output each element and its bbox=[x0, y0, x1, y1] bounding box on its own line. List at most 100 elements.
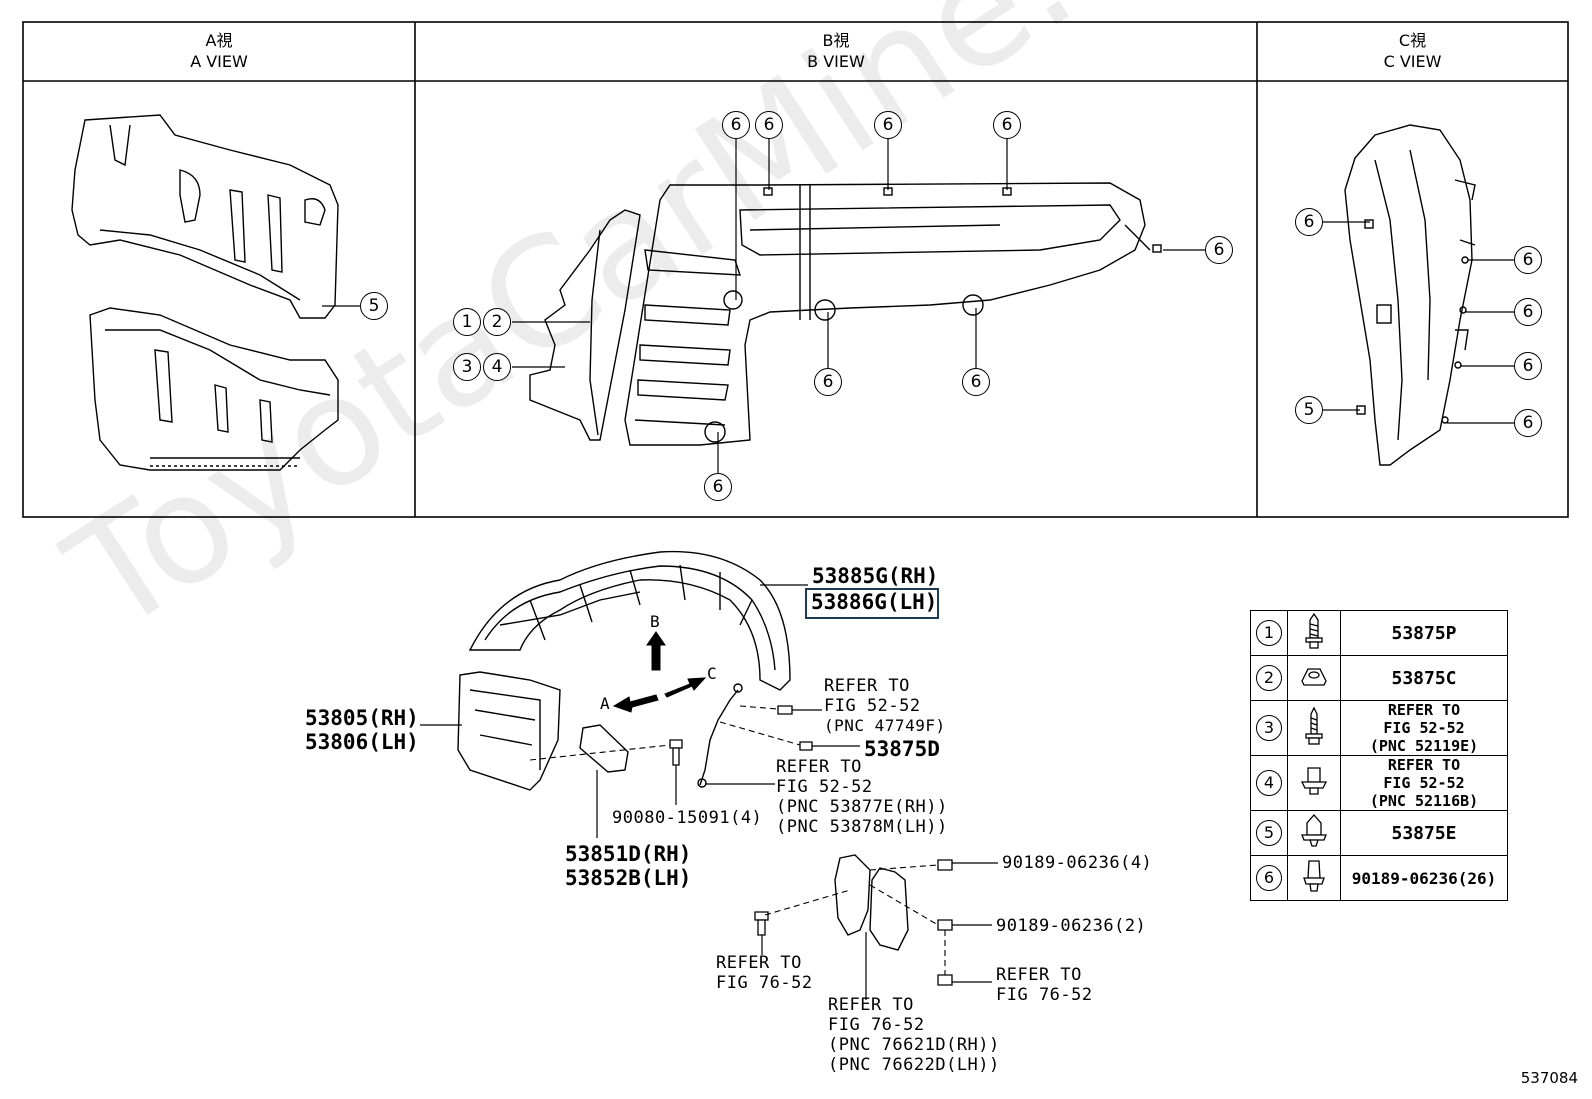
part-label-seal-lh[interactable]: 53806(LH) bbox=[305, 730, 419, 754]
ref-fig-76-52-line1: REFER TO bbox=[828, 995, 914, 1015]
callout-6[interactable]: 6 bbox=[1295, 208, 1323, 236]
legend-ref-pnc: (PNC 52116B) bbox=[1369, 792, 1479, 810]
a-view-title-en: A VIEW bbox=[190, 52, 248, 71]
c-view-liner-part bbox=[1344, 124, 1476, 466]
legend-part-number[interactable]: 53875C bbox=[1340, 655, 1508, 701]
arrow-label-a: A bbox=[600, 694, 611, 713]
callout-1[interactable]: 1 bbox=[453, 308, 481, 336]
callout-6[interactable]: 6 bbox=[1514, 298, 1542, 326]
b-view-title-en: B VIEW bbox=[807, 52, 865, 71]
callout-6[interactable]: 6 bbox=[755, 111, 783, 139]
ref-pnc-76622d: (PNC 76622D(LH)) bbox=[828, 1055, 1000, 1075]
callout-6[interactable]: 6 bbox=[1205, 236, 1233, 264]
callout-5[interactable]: 5 bbox=[360, 292, 388, 320]
ref-fig-52-52-link[interactable]: FIG 52-52 bbox=[824, 696, 921, 716]
ref-fig-76-52-link[interactable]: FIG 76-52 bbox=[716, 973, 813, 993]
ref-pnc-53878m: (PNC 53878M(LH)) bbox=[776, 817, 948, 837]
fastener-icons bbox=[669, 705, 953, 986]
retainer-icon bbox=[1287, 855, 1341, 901]
callout-6[interactable]: 6 bbox=[1514, 246, 1542, 274]
ref-fig-52-52-line1: REFER TO bbox=[824, 676, 910, 696]
diagram-id: 537084 bbox=[1520, 1069, 1578, 1087]
ref-fig-76-52-line1: REFER TO bbox=[996, 965, 1082, 985]
screw-icon bbox=[1287, 610, 1341, 656]
mudflap-part bbox=[834, 854, 909, 951]
c-view-title-en: C VIEW bbox=[1383, 52, 1442, 71]
legend-part-number[interactable]: 53875P bbox=[1340, 610, 1508, 656]
ref-fig-52-52-link[interactable]: FIG 52-52 bbox=[776, 777, 873, 797]
ref-fig-52-52-line1: REFER TO bbox=[776, 757, 862, 777]
arrow-label-b: B bbox=[650, 612, 661, 631]
label-leader-lines bbox=[420, 584, 998, 1000]
callout-6[interactable]: 6 bbox=[993, 111, 1021, 139]
legend-number: 6 bbox=[1256, 865, 1282, 891]
ref-fig-76-52-link[interactable]: FIG 76-52 bbox=[828, 1015, 925, 1035]
legend-number: 1 bbox=[1256, 620, 1282, 646]
part-label-liner-rh[interactable]: 53885G(RH) bbox=[812, 564, 939, 588]
part-label-53875d[interactable]: 53875D bbox=[864, 737, 940, 761]
view-direction-arrows bbox=[612, 631, 707, 713]
legend-row[interactable]: 1 53875P bbox=[1250, 610, 1508, 656]
legend-part-number[interactable]: 53875E bbox=[1340, 810, 1508, 856]
callout-6[interactable]: 6 bbox=[1514, 409, 1542, 437]
part-label-pad-lh[interactable]: 53852B(LH) bbox=[565, 866, 692, 890]
ref-pnc-53877e: (PNC 53877E(RH)) bbox=[776, 797, 948, 817]
legend-number: 4 bbox=[1256, 770, 1282, 796]
splash-seal-part bbox=[457, 671, 561, 791]
callout-6[interactable]: 6 bbox=[704, 473, 732, 501]
callout-4[interactable]: 4 bbox=[483, 353, 511, 381]
push-clip-icon bbox=[1287, 810, 1341, 856]
selected-part-highlight bbox=[805, 588, 939, 619]
rod-part bbox=[697, 683, 743, 788]
legend-number: 2 bbox=[1256, 665, 1282, 691]
callout-2[interactable]: 2 bbox=[483, 308, 511, 336]
legend-row[interactable]: 2 53875C bbox=[1250, 655, 1508, 701]
callout-3[interactable]: 3 bbox=[453, 353, 481, 381]
legend-ref-line1: REFER TO bbox=[1387, 756, 1461, 774]
part-label-seal-rh[interactable]: 53805(RH) bbox=[305, 706, 419, 730]
legend-number: 5 bbox=[1256, 820, 1282, 846]
callout-6[interactable]: 6 bbox=[722, 111, 750, 139]
callout-6[interactable]: 6 bbox=[1514, 352, 1542, 380]
part-label-clip-4[interactable]: 90189-06236(4) bbox=[1002, 853, 1153, 873]
c-view-header: C視 C VIEW bbox=[1257, 30, 1568, 72]
legend-number: 3 bbox=[1256, 715, 1282, 741]
view-frame bbox=[22, 21, 1569, 518]
a-view-header: A視 A VIEW bbox=[23, 30, 415, 72]
fastener-legend-table: 1 53875P 2 53875C 3 REFER TO FIG 52-52 (… bbox=[1250, 610, 1508, 901]
a-view-liner-part bbox=[71, 114, 339, 471]
legend-ref-link[interactable]: FIG 52-52 bbox=[1383, 774, 1465, 792]
part-label-liner-lh[interactable]: 53886G(LH) bbox=[811, 590, 938, 614]
legend-row[interactable]: 6 90189-06236(26) bbox=[1250, 855, 1508, 901]
callout-6[interactable]: 6 bbox=[874, 111, 902, 139]
legend-row[interactable]: 3 REFER TO FIG 52-52 (PNC 52119E) bbox=[1250, 700, 1508, 756]
c-view-title-jp: C視 bbox=[1398, 31, 1427, 50]
arrow-label-c: C bbox=[707, 664, 718, 683]
view-leader-lines bbox=[322, 139, 1514, 473]
callout-6[interactable]: 6 bbox=[814, 368, 842, 396]
ref-pnc-76621d: (PNC 76621D(RH)) bbox=[828, 1035, 1000, 1055]
callout-6[interactable]: 6 bbox=[962, 368, 990, 396]
bolt-icon bbox=[1287, 700, 1341, 756]
callout-5[interactable]: 5 bbox=[1295, 396, 1323, 424]
pad-part bbox=[579, 724, 629, 773]
clip-nut-icon bbox=[1287, 655, 1341, 701]
legend-ref-line1: REFER TO bbox=[1387, 701, 1461, 719]
fender-liner-part bbox=[468, 550, 791, 691]
ref-fig-76-52-line1: REFER TO bbox=[716, 953, 802, 973]
legend-part-number[interactable]: 90189-06236(26) bbox=[1340, 855, 1508, 901]
b-view-title-jp: B視 bbox=[822, 31, 850, 50]
legend-row[interactable]: 4 REFER TO FIG 52-52 (PNC 52116B) bbox=[1250, 755, 1508, 811]
legend-ref-link[interactable]: FIG 52-52 bbox=[1383, 719, 1465, 737]
a-view-title-jp: A視 bbox=[205, 31, 233, 50]
assembly-dashed-lines bbox=[529, 705, 946, 975]
legend-row[interactable]: 5 53875E bbox=[1250, 810, 1508, 856]
part-label-bolt-90080[interactable]: 90080-15091(4) bbox=[612, 808, 763, 828]
clip-icon bbox=[1287, 755, 1341, 811]
part-label-clip-2[interactable]: 90189-06236(2) bbox=[996, 916, 1147, 936]
b-view-header: B視 B VIEW bbox=[415, 30, 1257, 72]
part-label-pad-rh[interactable]: 53851D(RH) bbox=[565, 842, 692, 866]
ref-fig-76-52-link[interactable]: FIG 76-52 bbox=[996, 985, 1093, 1005]
ref-pnc-47749f: (PNC 47749F) bbox=[824, 716, 946, 735]
